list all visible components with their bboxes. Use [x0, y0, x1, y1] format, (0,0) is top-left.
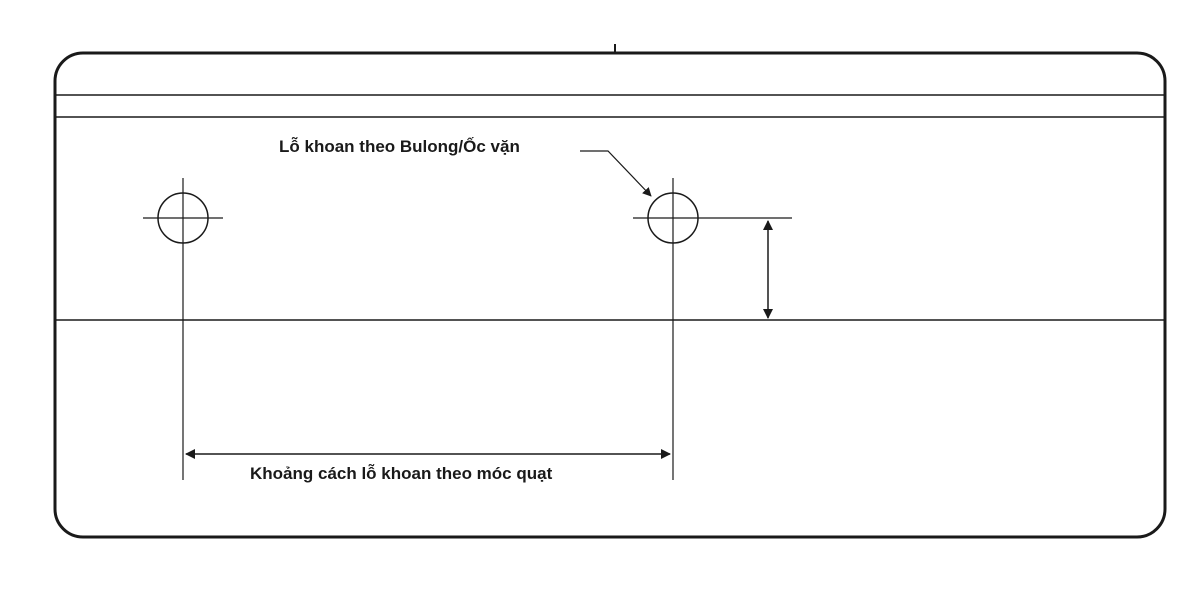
hole-spacing-label: Khoảng cách lỗ khoan theo móc quạt: [250, 464, 553, 483]
mounting-plate-outline: [53, 51, 1167, 539]
left-drill-hole: [143, 178, 223, 480]
right-drill-hole: [633, 178, 792, 480]
hole-label: Lỗ khoan theo Bulong/Ốc vặn: [279, 137, 520, 156]
hole-leader-line: [580, 150, 652, 197]
